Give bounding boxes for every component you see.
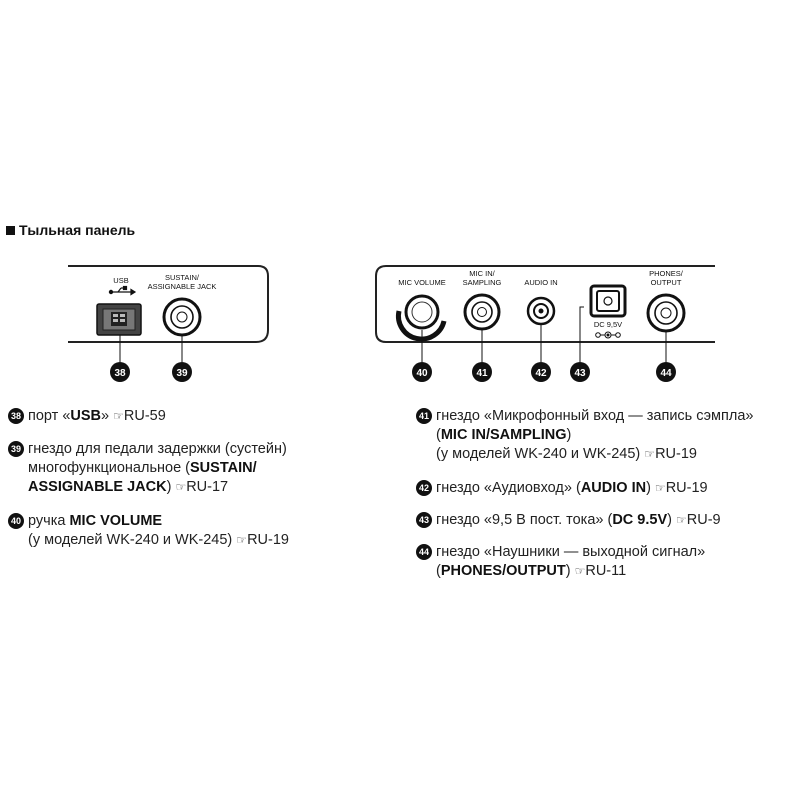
svg-text:40: 40 (416, 368, 428, 379)
section-title: Тыльная панель (19, 222, 136, 238)
item-number-badge: 39 (8, 441, 24, 457)
item-number-badge: 41 (416, 408, 432, 424)
page-reference[interactable]: ☞RU-59 (113, 408, 166, 424)
item-39: 39 гнездо для педали задержки (сустейн) … (8, 440, 287, 497)
rear-panel-illustration: USB SUSTAIN/ ASSIGNABLE JACK 38 39 MI (68, 265, 715, 382)
badge-43: 43 (570, 362, 590, 382)
usb-symbol-icon (108, 285, 137, 296)
item-43: 43 гнездо «9,5 В пост. тока» (DC 9.5V) ☞… (416, 511, 721, 530)
usb-port (96, 303, 142, 336)
pointing-hand-icon: ☞ (113, 409, 124, 423)
item-38: 38 порт «USB» ☞RU-59 (8, 407, 166, 426)
page-reference[interactable]: ☞RU-9 (676, 512, 721, 528)
item-38-bold: USB (70, 408, 102, 424)
mic-in-label-line1: MIC IN/ (469, 269, 495, 278)
badge-39: 39 (172, 362, 192, 382)
left-panel-outline (68, 265, 269, 343)
pointing-hand-icon: ☞ (236, 533, 248, 547)
item-41: 41 гнездо «Микрофонный вход — запись сэм… (416, 407, 753, 464)
mic-in-jack (463, 293, 501, 331)
item-number-badge: 44 (416, 544, 432, 560)
phones-jack (646, 293, 686, 333)
mic-in-label-line2: SAMPLING (463, 278, 502, 287)
pointing-hand-icon: ☞ (676, 513, 687, 527)
page-reference[interactable]: ☞RU-19 (654, 480, 708, 496)
page-reference[interactable]: ☞RU-19 (236, 532, 289, 548)
phones-label-line1: PHONES/ (649, 269, 684, 278)
badge-40: 40 (412, 362, 432, 382)
pointing-hand-icon: ☞ (654, 481, 666, 495)
usb-label: USB (113, 276, 128, 285)
dc-jack (589, 284, 627, 318)
sustain-label-line2: ASSIGNABLE JACK (148, 282, 217, 291)
dc-polarity-icon (595, 331, 621, 339)
svg-text:43: 43 (574, 368, 586, 379)
pointing-hand-icon: ☞ (644, 447, 656, 461)
section-heading: Тыльная панель (6, 222, 135, 238)
audio-in-jack (526, 296, 556, 326)
item-44: 44 гнездо «Наушники — выходной сигнал» (… (416, 543, 705, 581)
badge-41: 41 (472, 362, 492, 382)
item-42: 42 гнездо «Аудиовход» (AUDIO IN) ☞RU-19 (416, 479, 708, 498)
badge-44: 44 (656, 362, 676, 382)
heading-square-icon (6, 225, 15, 235)
right-panel-outline (375, 265, 715, 343)
svg-text:41: 41 (476, 368, 488, 379)
svg-text:38: 38 (114, 368, 126, 379)
item-number-badge: 40 (8, 513, 24, 529)
badge-38: 38 (110, 362, 130, 382)
mic-volume-knob (395, 294, 447, 342)
pointing-hand-icon: ☞ (175, 480, 187, 494)
pointing-hand-icon: ☞ (574, 564, 586, 578)
sustain-label-line1: SUSTAIN/ (165, 273, 200, 282)
item-number-badge: 43 (416, 512, 432, 528)
phones-label-line2: OUTPUT (651, 278, 682, 287)
dc-label: DC 9,5V (594, 320, 622, 329)
item-number-badge: 42 (416, 480, 432, 496)
page-reference[interactable]: ☞RU-11 (574, 563, 627, 579)
audio-in-label: AUDIO IN (524, 278, 557, 287)
svg-text:42: 42 (535, 368, 547, 379)
svg-text:44: 44 (660, 368, 672, 379)
item-number-badge: 38 (8, 408, 24, 424)
page-reference[interactable]: ☞RU-19 (644, 446, 697, 462)
mic-volume-label: MIC VOLUME (398, 278, 446, 287)
sustain-jack (162, 297, 202, 337)
page-reference[interactable]: ☞RU-17 (175, 479, 229, 495)
item-40: 40 ручка MIC VOLUME (у моделей WK-240 и … (8, 512, 289, 550)
svg-text:39: 39 (176, 368, 188, 379)
badge-42: 42 (531, 362, 551, 382)
